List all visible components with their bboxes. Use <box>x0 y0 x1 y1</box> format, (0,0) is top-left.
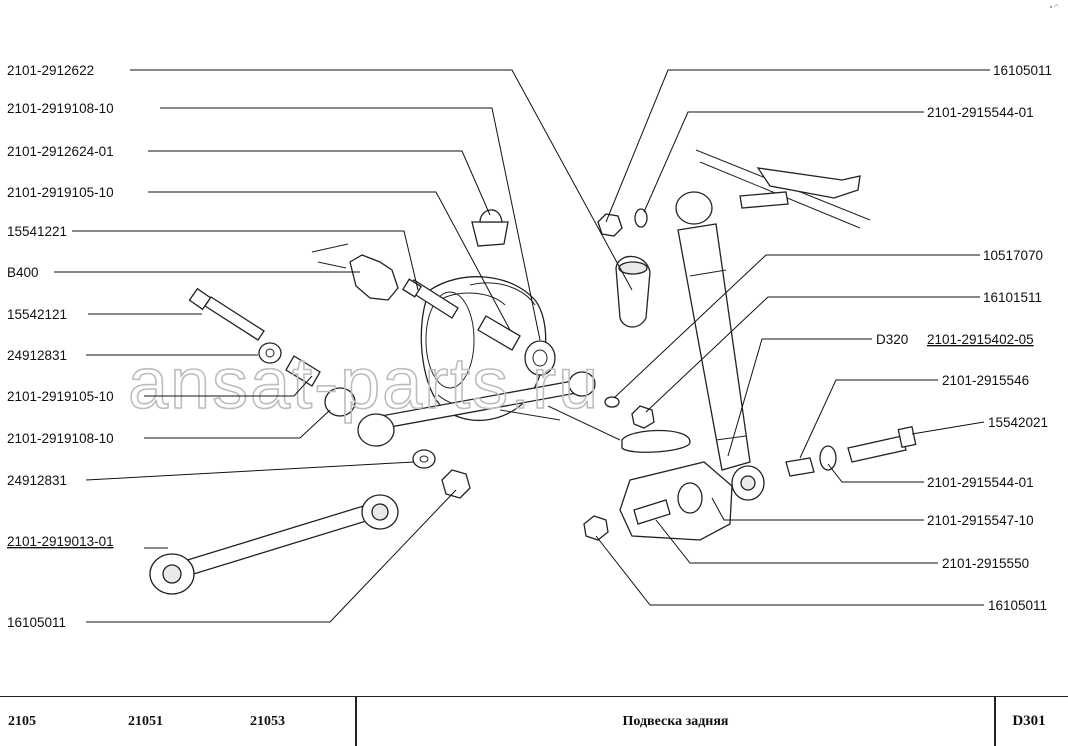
label-2101-2919108-10-lower: 2101-2919108-10 <box>7 431 114 446</box>
labels-right: 16105011 2101-2915544-01 10517070 161015… <box>876 63 1052 613</box>
label-15542021: 15542021 <box>988 415 1048 430</box>
label-2101-2915402-05: 2101-2915402-05 <box>927 332 1034 347</box>
corner-mark: •^ <box>1048 3 1060 12</box>
model-21053: 21053 <box>250 713 285 729</box>
label-2101-2912622: 2101-2912622 <box>7 63 94 78</box>
label-24912831-lower: 24912831 <box>7 473 67 488</box>
label-2101-2915547-10: 2101-2915547-10 <box>927 513 1034 528</box>
bump-stop-small <box>471 209 509 247</box>
label-16101511: 16101511 <box>983 290 1042 305</box>
label-2101-2915544-01-bottom: 2101-2915544-01 <box>927 475 1034 490</box>
bushing-upper <box>477 315 556 376</box>
label-2101-2919013-01: 2101-2919013-01 <box>7 534 114 549</box>
divider-left <box>355 697 357 746</box>
label-15541221: 15541221 <box>7 224 67 239</box>
leader-lines <box>54 69 990 623</box>
bolt-15541221 <box>401 278 459 319</box>
divider-right <box>994 697 996 746</box>
label-2101-2915550: 2101-2915550 <box>942 556 1029 571</box>
label-2101-2919108-10: 2101-2919108-10 <box>7 101 114 116</box>
shock-absorber <box>675 191 765 501</box>
label-2101-2919105-10-lower: 2101-2919105-10 <box>7 389 114 404</box>
bolt-15542121 <box>188 287 265 341</box>
watermark: ansat-parts.ru <box>128 344 600 424</box>
model-21051: 21051 <box>128 713 163 729</box>
label-15542121: 15542121 <box>7 307 67 322</box>
bump-stop-large <box>615 255 651 328</box>
label-2101-2912624-01: 2101-2912624-01 <box>7 144 114 159</box>
label-16105011-bottom: 16105011 <box>988 598 1047 613</box>
shock-top-nut <box>597 208 648 237</box>
title-block: 2105 21051 21053 Подвеска задняя D301 <box>0 696 1068 746</box>
bushing-lower <box>324 387 356 417</box>
upper-rod <box>357 371 596 447</box>
nut-lower-left <box>441 469 471 499</box>
washer-lower <box>412 449 436 469</box>
label-16105011-left: 16105011 <box>7 615 66 630</box>
label-16105011-top: 16105011 <box>993 63 1052 78</box>
section-code: D301 <box>1012 713 1046 729</box>
section-title: Подвеска задняя <box>622 713 729 729</box>
axle-beam-lower <box>499 405 733 541</box>
label-b400: B400 <box>7 265 39 280</box>
bolt-15542021 <box>785 425 917 477</box>
label-d320: D320 <box>876 332 908 347</box>
label-10517070: 10517070 <box>983 248 1043 263</box>
labels-left: 2101-2912622 2101-2919108-10 2101-291262… <box>7 63 114 630</box>
pin-lower <box>583 499 671 541</box>
small-fasteners <box>604 396 655 429</box>
label-2101-2919105-10: 2101-2919105-10 <box>7 185 114 200</box>
sleeve-lower <box>285 355 321 387</box>
washer-upper <box>258 342 282 364</box>
label-24912831-upper: 24912831 <box>7 348 67 363</box>
lower-rod <box>149 494 399 595</box>
label-2101-2915546: 2101-2915546 <box>942 373 1029 388</box>
model-2105: 2105 <box>8 713 36 729</box>
body-bracket <box>695 149 871 229</box>
label-2101-2915544-01-top: 2101-2915544-01 <box>927 105 1034 120</box>
